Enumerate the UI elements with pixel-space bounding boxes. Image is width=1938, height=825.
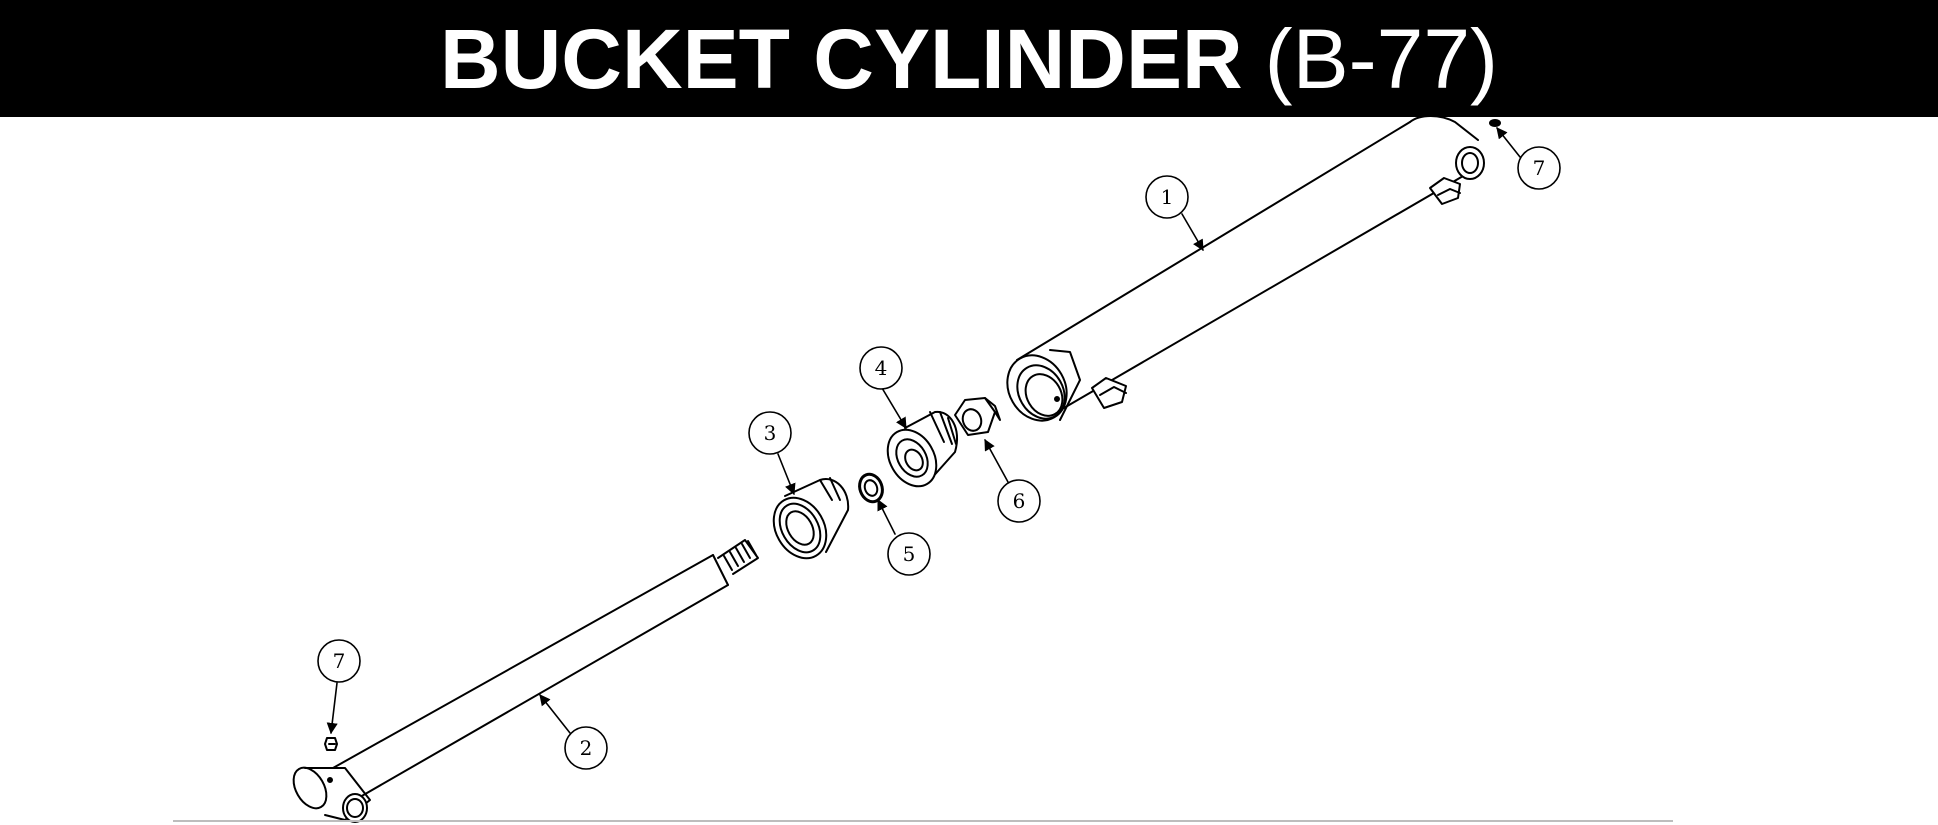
callout-7-bottom: 7 bbox=[317, 639, 361, 683]
callout-6: 6 bbox=[997, 479, 1041, 523]
callout-7-bottom-label: 7 bbox=[333, 649, 346, 673]
leader-7-top bbox=[1496, 127, 1521, 158]
part-nut bbox=[954, 397, 1001, 436]
title-main: BUCKET CYLINDER bbox=[439, 11, 1243, 106]
callout-5-label: 5 bbox=[903, 542, 916, 566]
callout-4-label: 4 bbox=[875, 356, 888, 380]
callout-2-label: 2 bbox=[580, 736, 593, 760]
part-grease-fitting-top bbox=[1489, 119, 1501, 127]
leader-3 bbox=[777, 453, 796, 496]
callout-7-top-label: 7 bbox=[1533, 156, 1546, 180]
part-rod bbox=[292, 539, 759, 823]
callout-6-label: 6 bbox=[1013, 489, 1026, 513]
part-grease-fitting-bottom bbox=[324, 737, 338, 751]
leader-2 bbox=[539, 694, 571, 734]
callout-1: 1 bbox=[1145, 175, 1189, 219]
part-washer bbox=[858, 472, 884, 504]
leader-1 bbox=[1181, 213, 1204, 251]
callout-4: 4 bbox=[859, 346, 903, 390]
leader-5 bbox=[877, 498, 896, 535]
callout-7-top: 7 bbox=[1517, 146, 1561, 190]
part-piston bbox=[886, 410, 958, 488]
bottom-divider bbox=[173, 820, 1673, 822]
title-code: (B-77) bbox=[1264, 11, 1499, 106]
callout-5: 5 bbox=[887, 532, 931, 576]
leader-6 bbox=[984, 439, 1009, 483]
header-bar: BUCKET CYLINDER(B-77) bbox=[0, 0, 1938, 117]
callout-1-label: 1 bbox=[1161, 185, 1174, 209]
callout-3: 3 bbox=[748, 411, 792, 455]
callout-2: 2 bbox=[564, 726, 608, 770]
part-barrel bbox=[1006, 115, 1485, 422]
leader-4 bbox=[881, 387, 907, 429]
leader-lines bbox=[326, 127, 1521, 735]
part-gland bbox=[772, 477, 850, 560]
page-title: BUCKET CYLINDER(B-77) bbox=[440, 17, 1498, 101]
leader-7-bottom bbox=[326, 682, 338, 735]
callout-3-label: 3 bbox=[764, 421, 777, 445]
